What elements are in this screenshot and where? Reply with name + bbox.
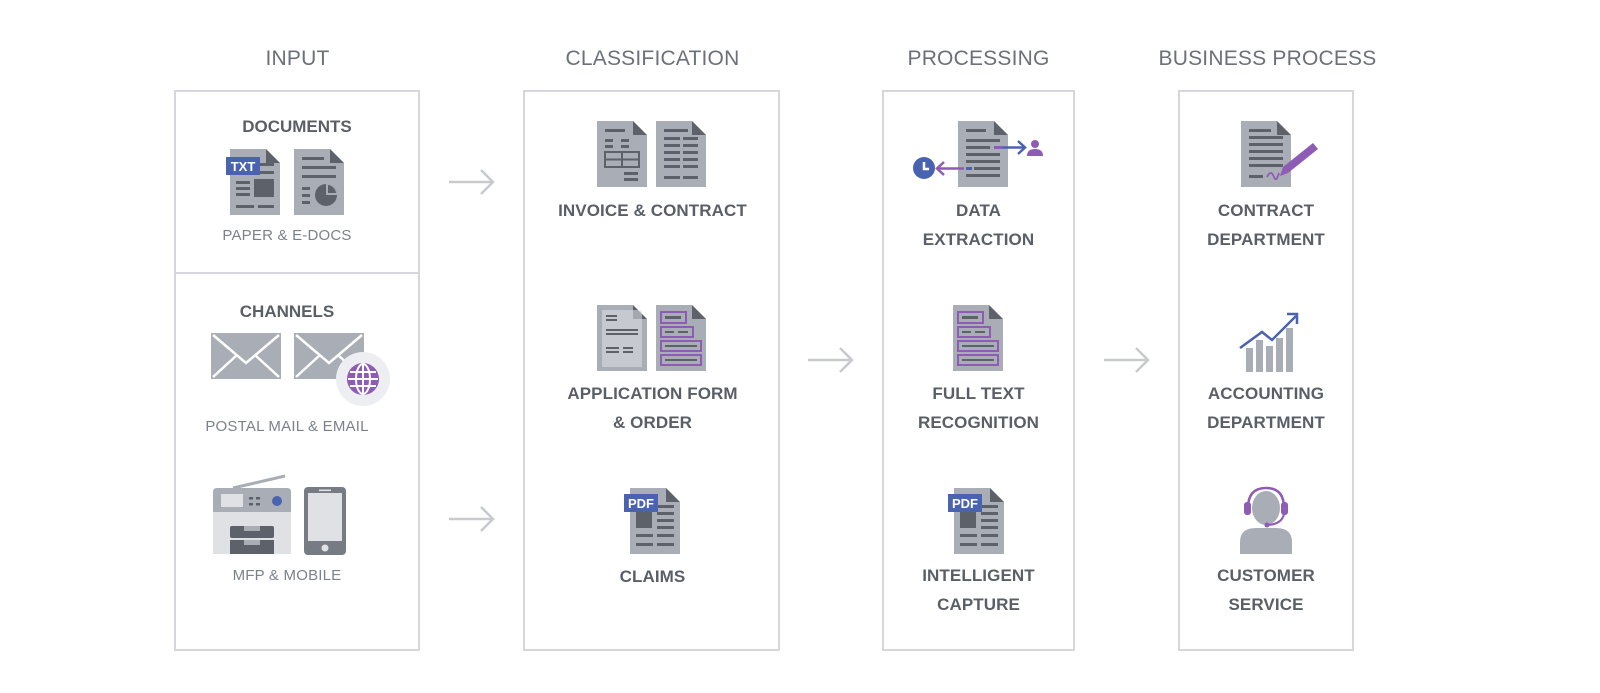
label-line: CUSTOMER bbox=[1217, 566, 1315, 585]
full-text-recognition-label: FULL TEXT RECOGNITION bbox=[882, 379, 1075, 437]
column-title-input: INPUT bbox=[265, 47, 330, 70]
customer-service-label: CUSTOMER SERVICE bbox=[1178, 561, 1354, 619]
pdf-badge: PDF bbox=[952, 496, 978, 511]
pdf-badge: PDF bbox=[628, 496, 654, 511]
label-line: & ORDER bbox=[612, 413, 693, 432]
channels-caption: POSTAL MAIL & EMAIL bbox=[205, 418, 369, 435]
column-title-processing: PROCESSING bbox=[907, 47, 1050, 70]
label-line: FULL TEXT bbox=[932, 384, 1025, 403]
chart-document-icon bbox=[294, 149, 346, 215]
mfp-caption: MFP & MOBILE bbox=[232, 567, 342, 584]
flow-arrow-icon bbox=[807, 346, 855, 374]
invoice-icon bbox=[597, 121, 649, 187]
signed-contract-icon bbox=[1241, 121, 1319, 187]
txt-badge: TXT bbox=[231, 159, 256, 174]
input-channels-box bbox=[174, 272, 420, 651]
column-title-business-process: BUSINESS PROCESS bbox=[1158, 47, 1377, 70]
label-line: APPLICATION FORM bbox=[567, 384, 738, 403]
envelope-icon bbox=[211, 333, 281, 379]
channels-heading: CHANNELS bbox=[239, 302, 335, 321]
person-icon bbox=[1027, 140, 1043, 156]
order-form-icon bbox=[656, 305, 708, 371]
email-globe-icon bbox=[294, 333, 392, 407]
documents-heading: DOCUMENTS bbox=[242, 117, 352, 136]
clock-icon bbox=[913, 157, 935, 179]
application-form-icon bbox=[597, 305, 649, 371]
accounting-department-label: ACCOUNTING DEPARTMENT bbox=[1178, 379, 1354, 437]
classification-box bbox=[523, 90, 780, 651]
application-form-label: APPLICATION FORM & ORDER bbox=[525, 379, 780, 437]
label-line: EXTRACTION bbox=[922, 230, 1035, 249]
data-extraction-icon bbox=[912, 121, 1046, 187]
txt-document-icon: TXT bbox=[226, 149, 282, 215]
label-line: CAPTURE bbox=[937, 595, 1020, 614]
invoice-contract-label: INVOICE & CONTRACT bbox=[525, 196, 780, 225]
documents-caption: PAPER & E-DOCS bbox=[222, 227, 352, 244]
label-line: CONTRACT bbox=[1217, 201, 1315, 220]
label-line: INTELLIGENT bbox=[922, 566, 1035, 585]
headset-agent-icon bbox=[1238, 486, 1294, 554]
label-line: ACCOUNTING bbox=[1207, 384, 1325, 403]
flow-arrow-icon bbox=[1103, 346, 1151, 374]
intelligent-capture-label: INTELLIGENT CAPTURE bbox=[882, 561, 1075, 619]
label-line: INVOICE & CONTRACT bbox=[558, 201, 747, 220]
flow-arrow-icon bbox=[448, 168, 496, 196]
label-line: RECOGNITION bbox=[917, 413, 1040, 432]
label-line: DATA bbox=[955, 201, 1002, 220]
data-extraction-label: DATA EXTRACTION bbox=[882, 196, 1075, 254]
label-line: CLAIMS bbox=[619, 567, 686, 586]
flow-arrow-icon bbox=[448, 505, 496, 533]
pen-icon bbox=[1266, 143, 1318, 181]
globe-icon bbox=[347, 363, 379, 395]
claims-label: CLAIMS bbox=[525, 562, 780, 591]
printer-icon bbox=[213, 474, 293, 556]
text-recognition-icon bbox=[953, 305, 1005, 371]
column-title-classification: CLASSIFICATION bbox=[565, 47, 740, 70]
pdf-capture-icon: PDF bbox=[948, 488, 1006, 554]
label-line: SERVICE bbox=[1228, 595, 1304, 614]
label-line: DEPARTMENT bbox=[1207, 230, 1325, 249]
contract-department-label: CONTRACT DEPARTMENT bbox=[1178, 196, 1354, 254]
pdf-document-icon: PDF bbox=[624, 488, 682, 554]
label-line: DEPARTMENT bbox=[1207, 413, 1325, 432]
smartphone-icon bbox=[304, 487, 346, 555]
contract-icon bbox=[656, 121, 708, 187]
growth-chart-icon bbox=[1238, 310, 1302, 372]
